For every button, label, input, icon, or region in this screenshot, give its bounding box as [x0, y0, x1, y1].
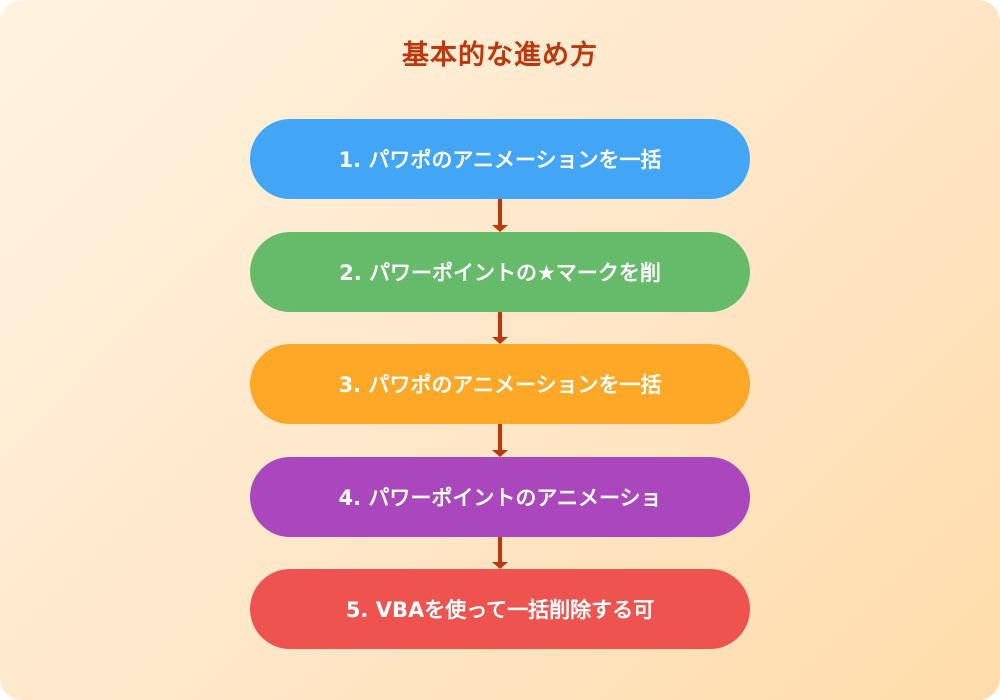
step-1-box: 1. パワポのアニメーションを一括 [250, 119, 750, 199]
step-4-box: 4. パワーポイントのアニメーショ [250, 457, 750, 537]
step-3-box: 3. パワポのアニメーションを一括 [250, 344, 750, 424]
diagram-title: 基本的な進め方 [402, 40, 598, 71]
step-4-label: 4. パワーポイントのアニメーショ [338, 486, 662, 510]
arrow-down-icon [490, 199, 510, 232]
step-5-box: 5. VBAを使って一括削除する可 [250, 569, 750, 649]
step-2-label: 2. パワーポイントの★マークを削 [339, 261, 661, 285]
step-3-label: 3. パワポのアニメーションを一括 [338, 373, 662, 397]
step-5-label: 5. VBAを使って一括削除する可 [345, 598, 655, 622]
arrow-down-icon [490, 537, 510, 569]
step-1-label: 1. パワポのアニメーションを一括 [338, 148, 662, 172]
arrow-down-icon [490, 312, 510, 344]
step-2-box: 2. パワーポイントの★マークを削 [250, 232, 750, 312]
arrow-down-icon [490, 424, 510, 457]
